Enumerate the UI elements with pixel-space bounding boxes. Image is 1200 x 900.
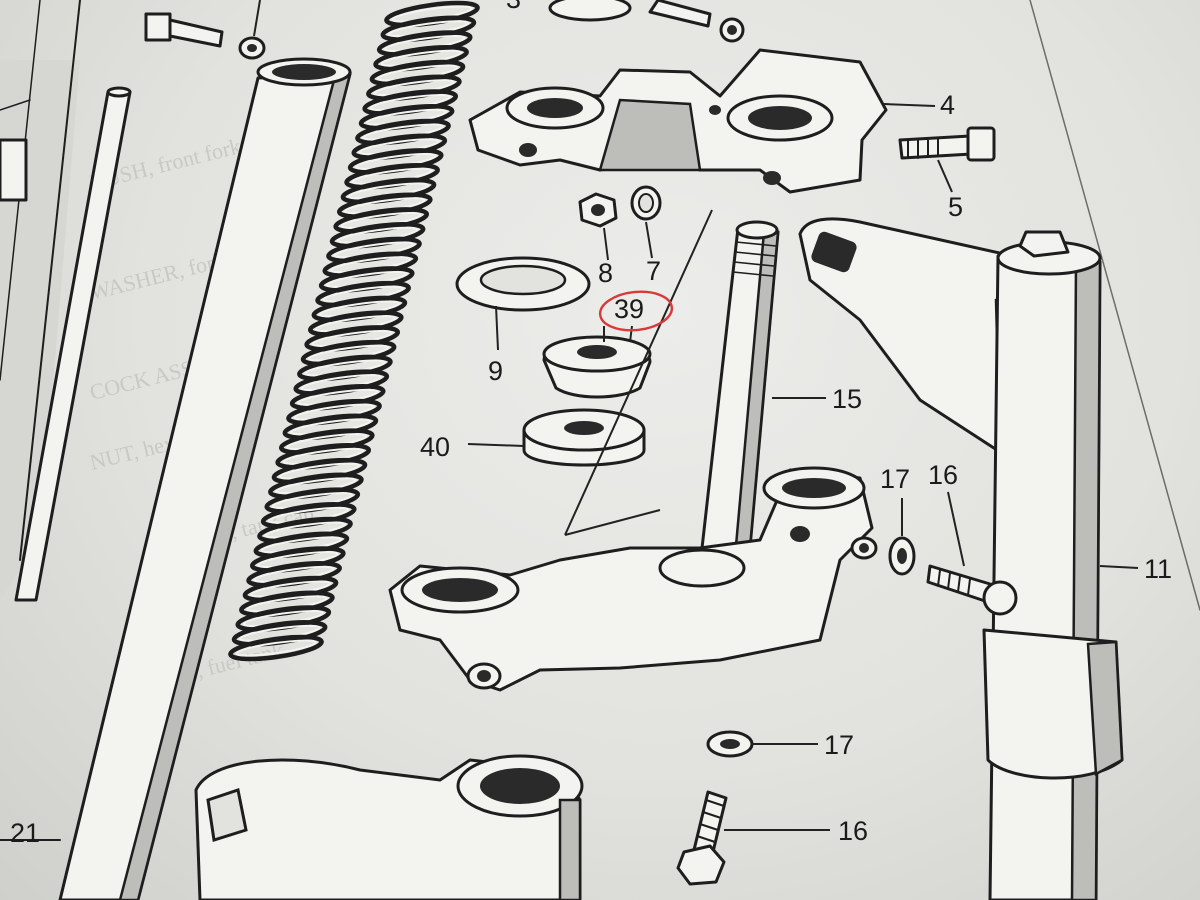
washer-40 [522,408,646,467]
callout-16-upper: 16 [928,460,958,490]
bolt-5 [898,126,996,162]
callout-4: 4 [940,90,955,120]
leader-lines [253,0,1139,831]
bolt-16-upper [926,564,1018,616]
fork-tube-long [58,57,352,900]
bolt-16-lower [676,790,728,886]
adjacent-page [0,0,1200,841]
steering-stem-15 [564,209,780,572]
nut-8 [578,192,618,228]
damper-rod [14,86,132,602]
highlight-circle [598,290,674,332]
callout-labels: 3 4 5 8 7 39 9 15 40 17 16 11 17 16 21 [10,0,1172,848]
callout-15: 15 [832,384,862,414]
callout-5: 5 [948,192,963,222]
spring-coil-highlight [235,639,317,657]
washer-17-lower [706,730,754,758]
upper-bolts [548,0,745,43]
cushion-39 [542,335,652,399]
callout-21: 21 [10,818,40,848]
callout-16-lower: 16 [838,816,868,846]
fork-spring [228,0,480,662]
callout-40: 40 [420,432,450,462]
washer-17-upper [888,536,916,576]
callout-9: 9 [488,356,503,386]
callout-11: 11 [1144,554,1172,584]
callout-39: 39 [614,294,644,324]
callout-17-lower: 17 [824,730,854,760]
callout-3: 3 [506,0,521,14]
upper-bracket [468,48,888,194]
spring-coil [228,634,324,662]
callout-8: 8 [598,258,613,288]
bottom-clamp [194,754,584,900]
fork-leg-11 [982,230,1124,900]
lower-bracket [388,466,878,692]
callout-7: 7 [646,256,661,286]
top-bolt [144,12,266,60]
callout-17-upper: 17 [880,464,910,494]
washer-9 [455,256,591,312]
washer-7 [630,185,662,221]
